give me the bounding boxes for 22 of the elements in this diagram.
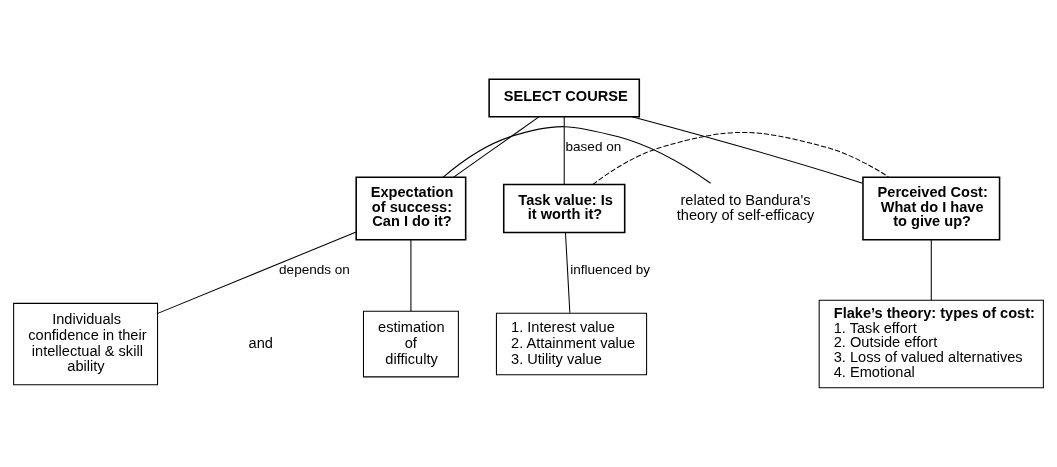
connector — [592, 131, 890, 185]
node-box: Perceived Cost: What do I have to give up? — [862, 176, 1001, 241]
connector — [442, 126, 712, 184]
connector — [410, 239, 412, 312]
edge-label: influenced by — [570, 261, 651, 277]
connector — [157, 231, 357, 314]
node-box: Flake’s theory: types of cost: 1. Task effort 2. Outside effort 3. Loss of valued alternatives 4. Emotional — [818, 299, 1044, 389]
node-box: estimation of difficulty — [362, 310, 459, 378]
node-box: Task value: Is it worth it? — [502, 183, 626, 234]
node-box: Individuals confidence in their intellectual & skill ability — [13, 302, 159, 386]
node-box: 1. Interest value 2. Attainment value 3. Utility value — [495, 312, 648, 376]
connector — [631, 116, 864, 184]
edge-label: depends on — [279, 261, 350, 277]
connector — [563, 116, 565, 185]
edge-label: based on — [565, 138, 622, 154]
node-text: related to Bandura's theory of self-efficacy — [676, 191, 815, 224]
connector — [930, 239, 932, 301]
connector — [453, 116, 540, 178]
node-box: Expectation of success: Can I do it? — [355, 176, 467, 241]
node-box: SELECT COURSE — [488, 78, 641, 118]
connector — [564, 231, 571, 314]
label: and — [248, 334, 273, 351]
